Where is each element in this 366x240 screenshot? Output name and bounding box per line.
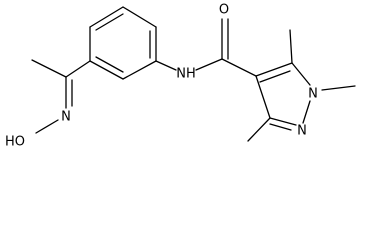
pyrazole-n2-label: N — [297, 124, 307, 139]
c3-methyl-bond — [247, 117, 271, 142]
bond — [65, 60, 91, 78]
c5-methyl-bond — [289, 29, 293, 64]
bond — [195, 58, 223, 71]
bond — [155, 60, 177, 71]
bond — [89, 60, 124, 80]
pyrazole-methyls — [247, 29, 356, 142]
n2-c3-double-inner — [269, 123, 292, 131]
hydroxyl-label: HO — [5, 135, 25, 150]
bond — [122, 6, 157, 28]
oxime-nitrogen-label: N — [61, 110, 71, 125]
n1-n2-bond — [302, 100, 311, 124]
n-o-bond — [35, 119, 59, 134]
c5-n1-bond — [291, 62, 311, 86]
bond — [122, 60, 157, 80]
benzene-ring — [89, 6, 157, 80]
chemical-structure: O NH N HO N N — [5, 3, 356, 150]
double-bond-inner — [95, 13, 124, 31]
n1-methyl-bond — [321, 85, 356, 91]
oxime-substituent — [31, 59, 91, 134]
amide-nh-label: NH — [176, 67, 196, 82]
pyrazole-n1-label: N — [308, 87, 318, 102]
n2-c3-double-bond — [269, 117, 297, 126]
c4-c5-double-inner — [259, 70, 291, 83]
methyl-bond — [31, 59, 67, 78]
double-bond-inner — [95, 56, 124, 73]
bond — [221, 58, 257, 77]
c3-c4-bond — [255, 75, 271, 119]
pyrazole-ring — [255, 62, 311, 131]
carbonyl-oxygen-label: O — [219, 3, 229, 18]
amide-linkage — [155, 18, 257, 77]
bond — [89, 6, 124, 28]
c4-c5-bond — [255, 62, 293, 77]
